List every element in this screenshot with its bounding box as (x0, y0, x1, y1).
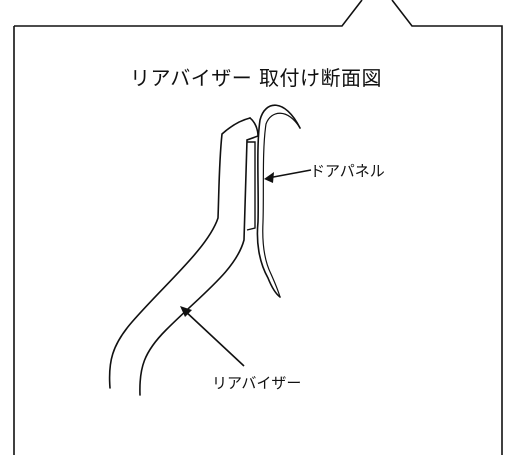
door-panel-arrowhead (264, 172, 274, 183)
rear-visor-arrowhead (180, 306, 192, 317)
rear-visor-label: リアバイザー (212, 374, 302, 392)
rear-visor-inner-contour (139, 117, 259, 396)
door-panel-arrow-line (267, 169, 312, 179)
diagram-title: リアバイザー 取付け断面図 (130, 66, 383, 90)
callout-frame (13, 0, 503, 455)
door-panel-edge (256, 104, 301, 298)
visor-mounting-tab (246, 141, 256, 231)
door-panel-edge-inner (262, 112, 301, 298)
rear-visor-arrow-line (183, 309, 245, 367)
rear-visor-outer-contour (108, 117, 251, 389)
door-panel-label: ドアパネル (310, 162, 385, 180)
